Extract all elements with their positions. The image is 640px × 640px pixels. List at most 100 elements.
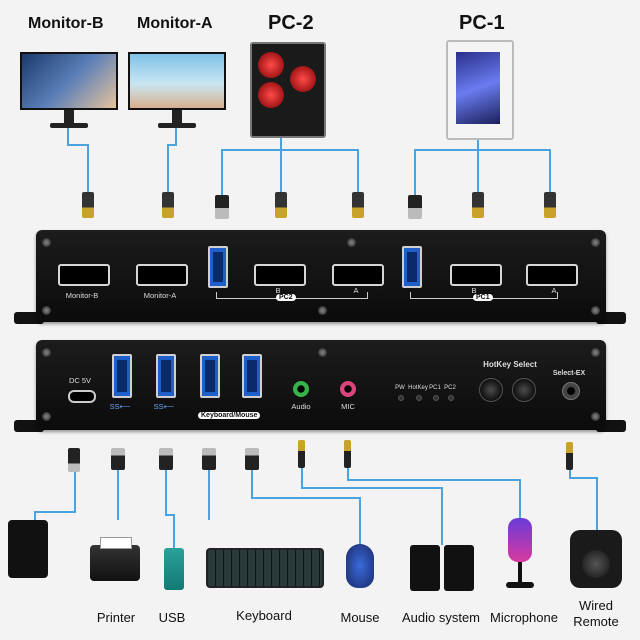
printer-icon (90, 537, 140, 581)
port-dp-monitor-a[interactable] (136, 264, 188, 286)
kvm-rear-panel: Monitor-B Monitor-A B A PC2 B A PC1 (36, 230, 606, 322)
monitor-a-base (158, 123, 196, 128)
cable-monitor-a (167, 128, 177, 192)
monitor-b-stand (64, 110, 74, 124)
screw-icon (42, 306, 51, 315)
usb-port-1[interactable] (112, 354, 132, 398)
monitor-b (20, 52, 118, 132)
port-label-pc2-a: A (353, 286, 359, 295)
hotkey-button-2[interactable] (512, 378, 536, 402)
pc-2-fan-1 (258, 52, 284, 78)
monitor-a (128, 52, 226, 132)
dc-label: DC 5V (68, 376, 92, 385)
led-pc1 (433, 395, 439, 401)
pc-2-title: PC-2 (268, 12, 314, 34)
speaker-right-icon (444, 545, 474, 591)
hotkey-button-1[interactable] (479, 378, 503, 402)
pc-1-tower (446, 40, 514, 140)
plug-usb-keyboard (202, 448, 216, 470)
plug-remote (566, 442, 573, 470)
screw-icon (42, 348, 51, 357)
screw-icon (318, 306, 327, 315)
power-adapter-icon (8, 520, 48, 578)
cable-power (34, 470, 76, 520)
port-dp-monitor-b[interactable] (58, 264, 110, 286)
audio-jack[interactable] (293, 381, 309, 397)
led-pc2 (448, 395, 454, 401)
port-usb-pc1[interactable] (402, 246, 422, 288)
label-mouse: Mouse (340, 610, 380, 625)
led-label-hotkey: HotKey (408, 385, 428, 391)
pc1-tag: PC1 (473, 294, 493, 301)
port-label-pc1-b: B (471, 286, 477, 295)
port-dp-pc1-a[interactable] (526, 264, 578, 286)
port-dp-pc2-a[interactable] (332, 264, 384, 286)
plug-dp-monitor-a (162, 192, 174, 218)
microphone-stand-icon (518, 562, 522, 584)
plug-dp-pc2-b (275, 192, 287, 218)
plug-usb-pc1 (408, 195, 422, 219)
led-label-pw: PW (395, 385, 405, 391)
pc-2-fan-3 (290, 66, 316, 92)
usb-port-keyboard[interactable] (200, 354, 220, 398)
label-printer: Printer (96, 610, 136, 625)
port-dp-pc2-b[interactable] (254, 264, 306, 286)
label-keyboard: Keyboard (236, 608, 292, 623)
keyboard-mouse-tag: Keyboard/Mouse (198, 412, 261, 419)
screw-icon (347, 238, 356, 247)
port-dp-pc1-b[interactable] (450, 264, 502, 286)
hotkey-select-label: HotKey Select (483, 360, 537, 369)
port-label-pc1-a: A (551, 286, 557, 295)
pc-2-fan-2 (258, 82, 284, 108)
screw-icon (591, 348, 600, 357)
mic-label: MIC (341, 402, 355, 411)
plug-dp-pc2-a (352, 192, 364, 218)
wired-remote-icon (570, 530, 622, 588)
monitor-b-base (50, 123, 88, 128)
plug-dp-monitor-b (82, 192, 94, 218)
pc-2-tower (250, 42, 326, 138)
cable-pc1-usb (414, 136, 479, 195)
kvm-front-panel: DC 5V SS⟵ SS⟵ Keyboard/Mouse Audio MIC P… (36, 340, 606, 430)
label-wired: Wired (579, 598, 613, 613)
cable-audio (301, 468, 443, 545)
plug-usb-pc2 (215, 195, 229, 219)
cable-monitor-b (67, 128, 89, 192)
cable-pc2-usb (221, 130, 282, 195)
mic-jack[interactable] (340, 381, 356, 397)
select-ex-label: Select-EX (552, 370, 586, 377)
select-ex-jack[interactable] (562, 382, 580, 400)
screw-icon (591, 412, 600, 421)
plug-mic (344, 440, 351, 468)
plug-dp-pc1-b (472, 192, 484, 218)
cable-mouse (251, 470, 361, 545)
monitor-a-title: Monitor-A (137, 15, 213, 32)
cable-mic (347, 468, 521, 520)
port-usb-pc2[interactable] (208, 246, 228, 288)
plug-audio (298, 440, 305, 468)
usb-port-2[interactable] (156, 354, 176, 398)
cable-pc2-a (281, 149, 359, 192)
usb-logo-2: SS⟵ (153, 402, 175, 411)
pc-1-title: PC-1 (459, 12, 505, 34)
usb-port-mouse[interactable] (242, 354, 262, 398)
monitor-a-screen (128, 52, 226, 110)
screw-icon (318, 348, 327, 357)
cable-pc1-a (478, 149, 551, 192)
pc-1-window (456, 52, 500, 124)
monitor-b-title: Monitor-B (28, 15, 104, 32)
dc-port[interactable] (68, 390, 96, 403)
port-label-pc2-b: B (275, 286, 281, 295)
plug-usb-mouse (245, 448, 259, 470)
label-audio-system: Audio system (401, 610, 481, 625)
screw-icon (591, 306, 600, 315)
port-label-monitor-a: Monitor-A (143, 291, 177, 300)
microphone-base-icon (506, 582, 534, 588)
screw-icon (591, 238, 600, 247)
label-usb: USB (158, 610, 186, 625)
audio-label: Audio (291, 402, 311, 411)
plug-usb-c (68, 448, 80, 472)
cable-usb-drive (165, 470, 175, 548)
monitor-b-screen (20, 52, 118, 110)
